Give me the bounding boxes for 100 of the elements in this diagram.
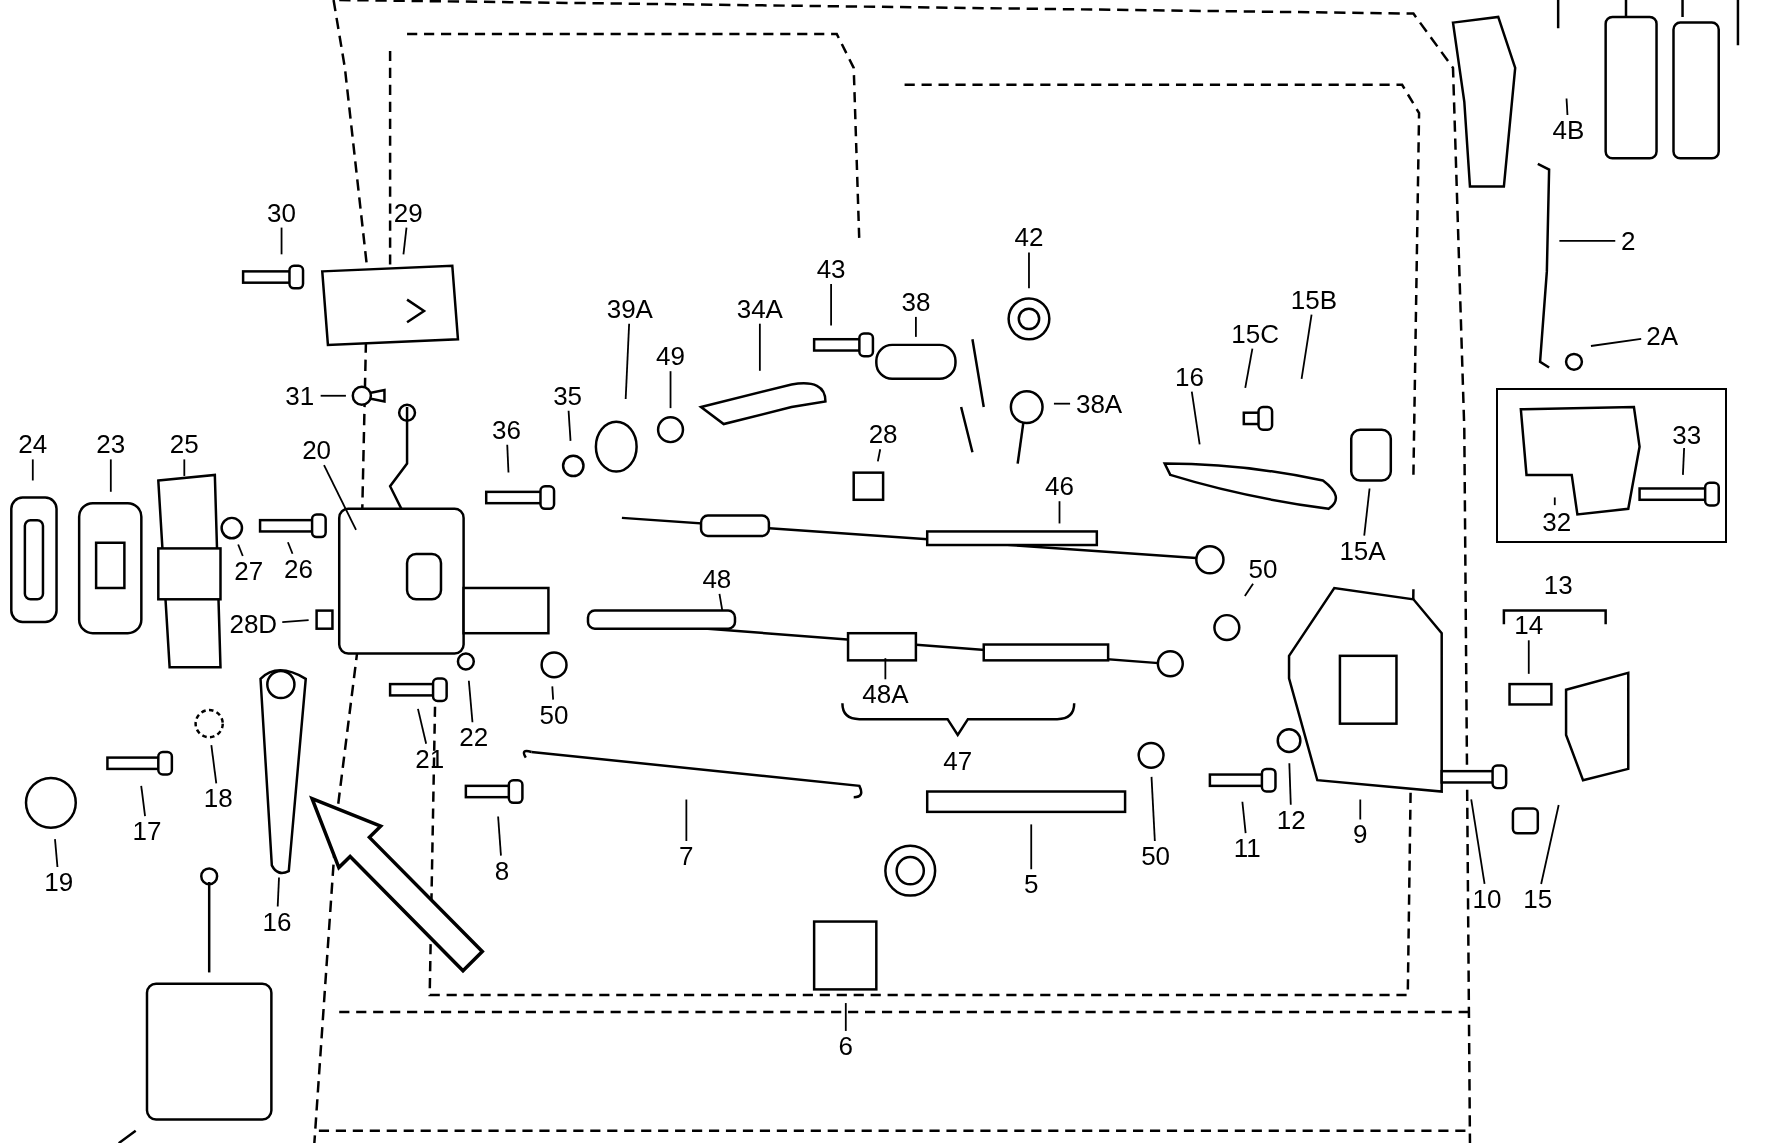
callout-number: 15A xyxy=(1333,535,1392,566)
callout-number: 42 xyxy=(1007,222,1050,253)
callout-number: 43 xyxy=(810,254,853,285)
callout-number: 31 xyxy=(278,380,321,411)
callout-number: 17 xyxy=(126,816,168,847)
callout-number: 33 xyxy=(1665,420,1708,451)
leader-line xyxy=(1359,798,1362,821)
callout-number: 8 xyxy=(489,855,516,886)
leader-line xyxy=(1244,347,1254,389)
leader-line xyxy=(276,876,280,908)
callout-number: 16 xyxy=(1168,361,1211,392)
leader-line xyxy=(844,1002,847,1032)
leader-line xyxy=(1682,447,1685,476)
leader-line xyxy=(1300,313,1313,380)
callout-number: 36 xyxy=(485,414,528,445)
callout-number: 11 xyxy=(1226,833,1269,864)
leader-line xyxy=(1540,804,1560,885)
callout-number: 7 xyxy=(673,840,700,871)
leader-line xyxy=(1030,823,1033,871)
leader-line xyxy=(1565,97,1569,116)
callout-number: 29 xyxy=(387,197,430,228)
callout-number: 5 xyxy=(1018,869,1045,900)
leader-line xyxy=(417,707,428,745)
callout-number: 35 xyxy=(546,380,589,411)
callout-number: 30 xyxy=(260,197,303,228)
leader-line xyxy=(1558,239,1617,242)
leader-line xyxy=(1190,390,1201,446)
callout-number: 24 xyxy=(11,429,54,460)
leader-line xyxy=(31,458,34,482)
leader-line xyxy=(280,226,283,256)
callout-number: 28D xyxy=(224,609,283,640)
callout-number: 22 xyxy=(452,722,495,753)
callout-number: 26 xyxy=(277,553,320,584)
leader-line xyxy=(1527,639,1530,675)
leader-line xyxy=(210,744,218,785)
callout-number: 46 xyxy=(1038,471,1081,502)
leader-line xyxy=(876,448,882,463)
callout-number: 50 xyxy=(1134,840,1177,871)
leader-line xyxy=(1363,487,1371,537)
leader-line xyxy=(915,316,917,338)
leader-line xyxy=(884,657,887,681)
leader-line xyxy=(319,394,347,397)
leader-line xyxy=(109,458,112,493)
callout-number: 18 xyxy=(197,783,240,814)
callout-number: 13 xyxy=(1537,569,1580,600)
callout-number: 27 xyxy=(227,556,270,586)
leader-line xyxy=(830,283,832,327)
leader-line xyxy=(281,619,310,623)
callout-number: 39A xyxy=(600,293,659,324)
leader-line xyxy=(497,815,502,857)
leader-line xyxy=(1241,800,1247,834)
callout-number: 21 xyxy=(408,743,451,774)
callout-number: 48 xyxy=(695,563,738,594)
callout-number: 15B xyxy=(1284,284,1343,315)
callout-number: 38A xyxy=(1070,388,1129,419)
leader-line xyxy=(287,541,294,555)
callout-number: 23 xyxy=(89,429,132,460)
callout-number: 49 xyxy=(649,341,692,372)
leader-line xyxy=(567,409,572,442)
leader-line xyxy=(551,685,555,701)
leader-line xyxy=(506,443,510,474)
callout-number: 25 xyxy=(163,429,206,460)
leader-line xyxy=(1553,496,1556,507)
callout-number: 48A xyxy=(856,679,915,710)
callout-number: 15 xyxy=(1516,883,1559,914)
callout-number: 34A xyxy=(730,293,789,324)
callout-number: 19 xyxy=(37,866,80,897)
leader-line xyxy=(467,679,474,724)
callout-number: 9 xyxy=(1347,819,1374,850)
leader-line xyxy=(624,322,631,400)
callout-number: 2 xyxy=(1615,225,1642,256)
callout-number: 15C xyxy=(1226,318,1285,349)
leader-line xyxy=(1058,500,1061,525)
callout-number: 2A xyxy=(1641,320,1684,351)
leader-line xyxy=(1150,776,1156,842)
callout-number: 12 xyxy=(1270,804,1313,835)
leader-line xyxy=(758,322,761,372)
callout-number: 4B xyxy=(1547,115,1590,146)
callout-number: 16 xyxy=(256,906,299,937)
leader-line xyxy=(1288,762,1292,806)
callout-number: 14 xyxy=(1507,610,1550,641)
callout-number: 32 xyxy=(1535,507,1578,538)
leader-line xyxy=(323,464,357,531)
leader-line xyxy=(1590,337,1643,347)
leader-line xyxy=(1028,251,1030,290)
leader-line xyxy=(1470,798,1486,885)
leader-line xyxy=(183,458,186,477)
leader-line xyxy=(140,785,146,817)
callout-number: 50 xyxy=(1242,553,1285,584)
callout-number: 50 xyxy=(533,699,576,730)
callout-number: 6 xyxy=(832,1030,859,1061)
leader-line xyxy=(685,798,688,842)
leader-line xyxy=(1053,402,1071,405)
callout-number: 28 xyxy=(862,419,905,450)
leader-line xyxy=(718,593,724,612)
leader-line xyxy=(237,543,244,557)
leader-line xyxy=(669,370,672,409)
leader-line xyxy=(54,838,59,868)
callout-number: 47 xyxy=(936,746,979,776)
leader-line xyxy=(1243,582,1254,597)
